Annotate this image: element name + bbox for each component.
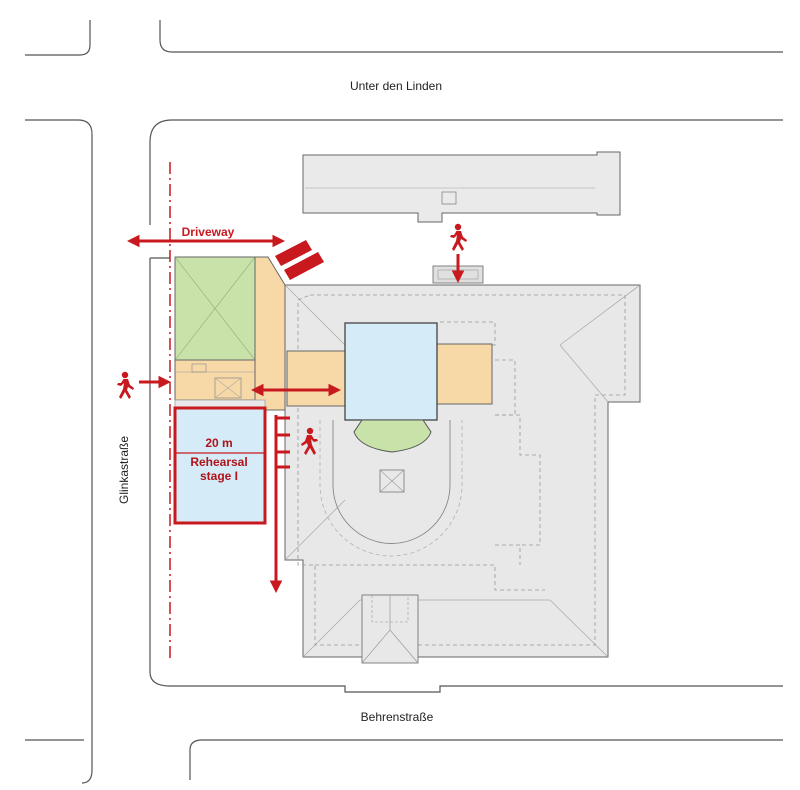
pedestrian-icon-north xyxy=(450,223,467,251)
north-building xyxy=(302,151,621,223)
street-curbs xyxy=(25,20,783,784)
orchestra-pit xyxy=(353,419,432,453)
side-stage-right xyxy=(435,343,493,405)
west-annex xyxy=(174,256,286,413)
delivery-bays-icon xyxy=(275,240,324,280)
street-label-north: Unter den Linden xyxy=(350,79,442,93)
main-stage xyxy=(344,322,438,421)
rehearsal-stage-name-line1: Rehearsal xyxy=(190,455,247,469)
street-label-west: Glinkastraße xyxy=(117,436,131,504)
driveway-label: Driveway xyxy=(182,225,235,239)
rehearsal-stage-name-line2: stage I xyxy=(200,469,238,483)
main-building xyxy=(284,284,641,664)
side-stage-left xyxy=(286,350,346,407)
street-label-south: Behrenstraße xyxy=(361,710,434,724)
rehearsal-stage xyxy=(173,406,267,525)
rehearsal-stage-width-label: 20 m xyxy=(205,436,232,450)
pedestrian-icon-west xyxy=(117,371,134,399)
entrance-marker-icon xyxy=(274,415,290,586)
